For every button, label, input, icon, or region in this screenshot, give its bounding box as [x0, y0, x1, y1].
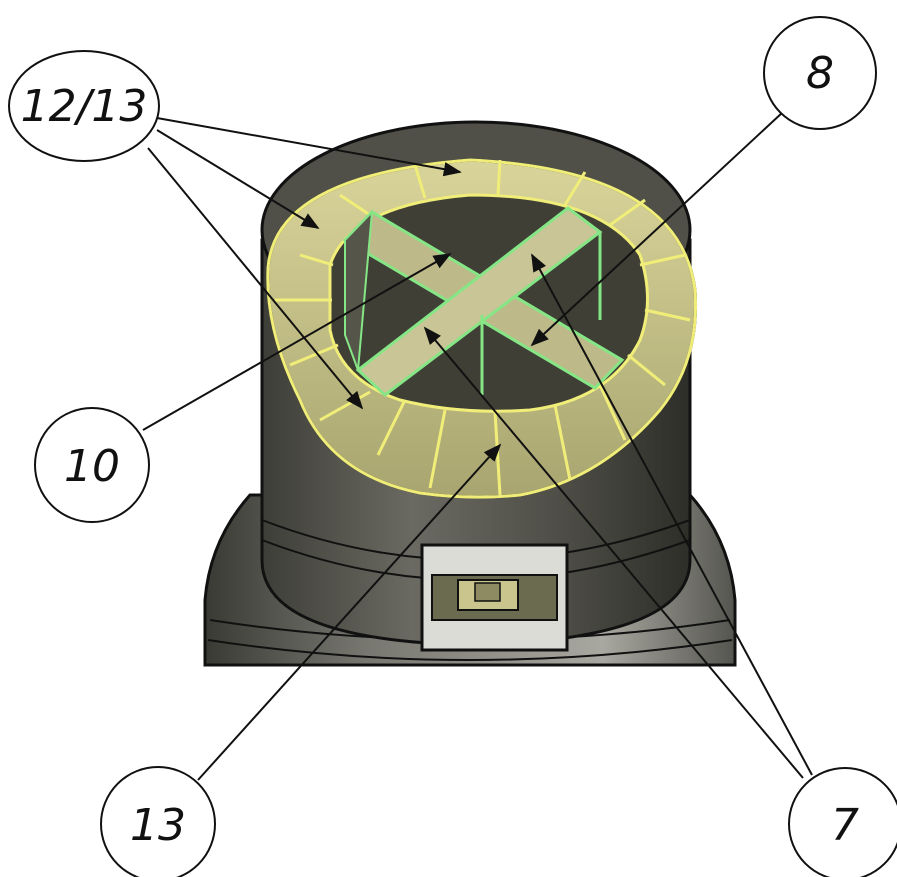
callout-13-label: 13 — [130, 800, 186, 851]
leader-7-b — [423, 326, 804, 779]
callout-7-label: 7 — [831, 800, 859, 851]
leader-12-13-c — [147, 147, 364, 410]
callout-10-label: 10 — [64, 441, 120, 492]
inspection-window — [420, 543, 569, 652]
callout-12-13-label: 12/13 — [21, 81, 148, 132]
callout-13: 13 — [100, 766, 216, 877]
leader-13 — [197, 443, 502, 781]
callout-7: 7 — [788, 767, 897, 877]
callout-12-13: 12/13 — [8, 50, 160, 162]
leader-10 — [142, 253, 452, 431]
callout-8: 8 — [763, 16, 877, 130]
leader-12-13-b — [156, 129, 320, 229]
leader-7-a — [531, 253, 813, 776]
callout-10: 10 — [34, 407, 150, 523]
leader-lines — [142, 111, 813, 781]
leader-12-13-a — [156, 117, 462, 177]
callout-8-label: 8 — [806, 48, 834, 99]
leader-8 — [530, 111, 784, 347]
